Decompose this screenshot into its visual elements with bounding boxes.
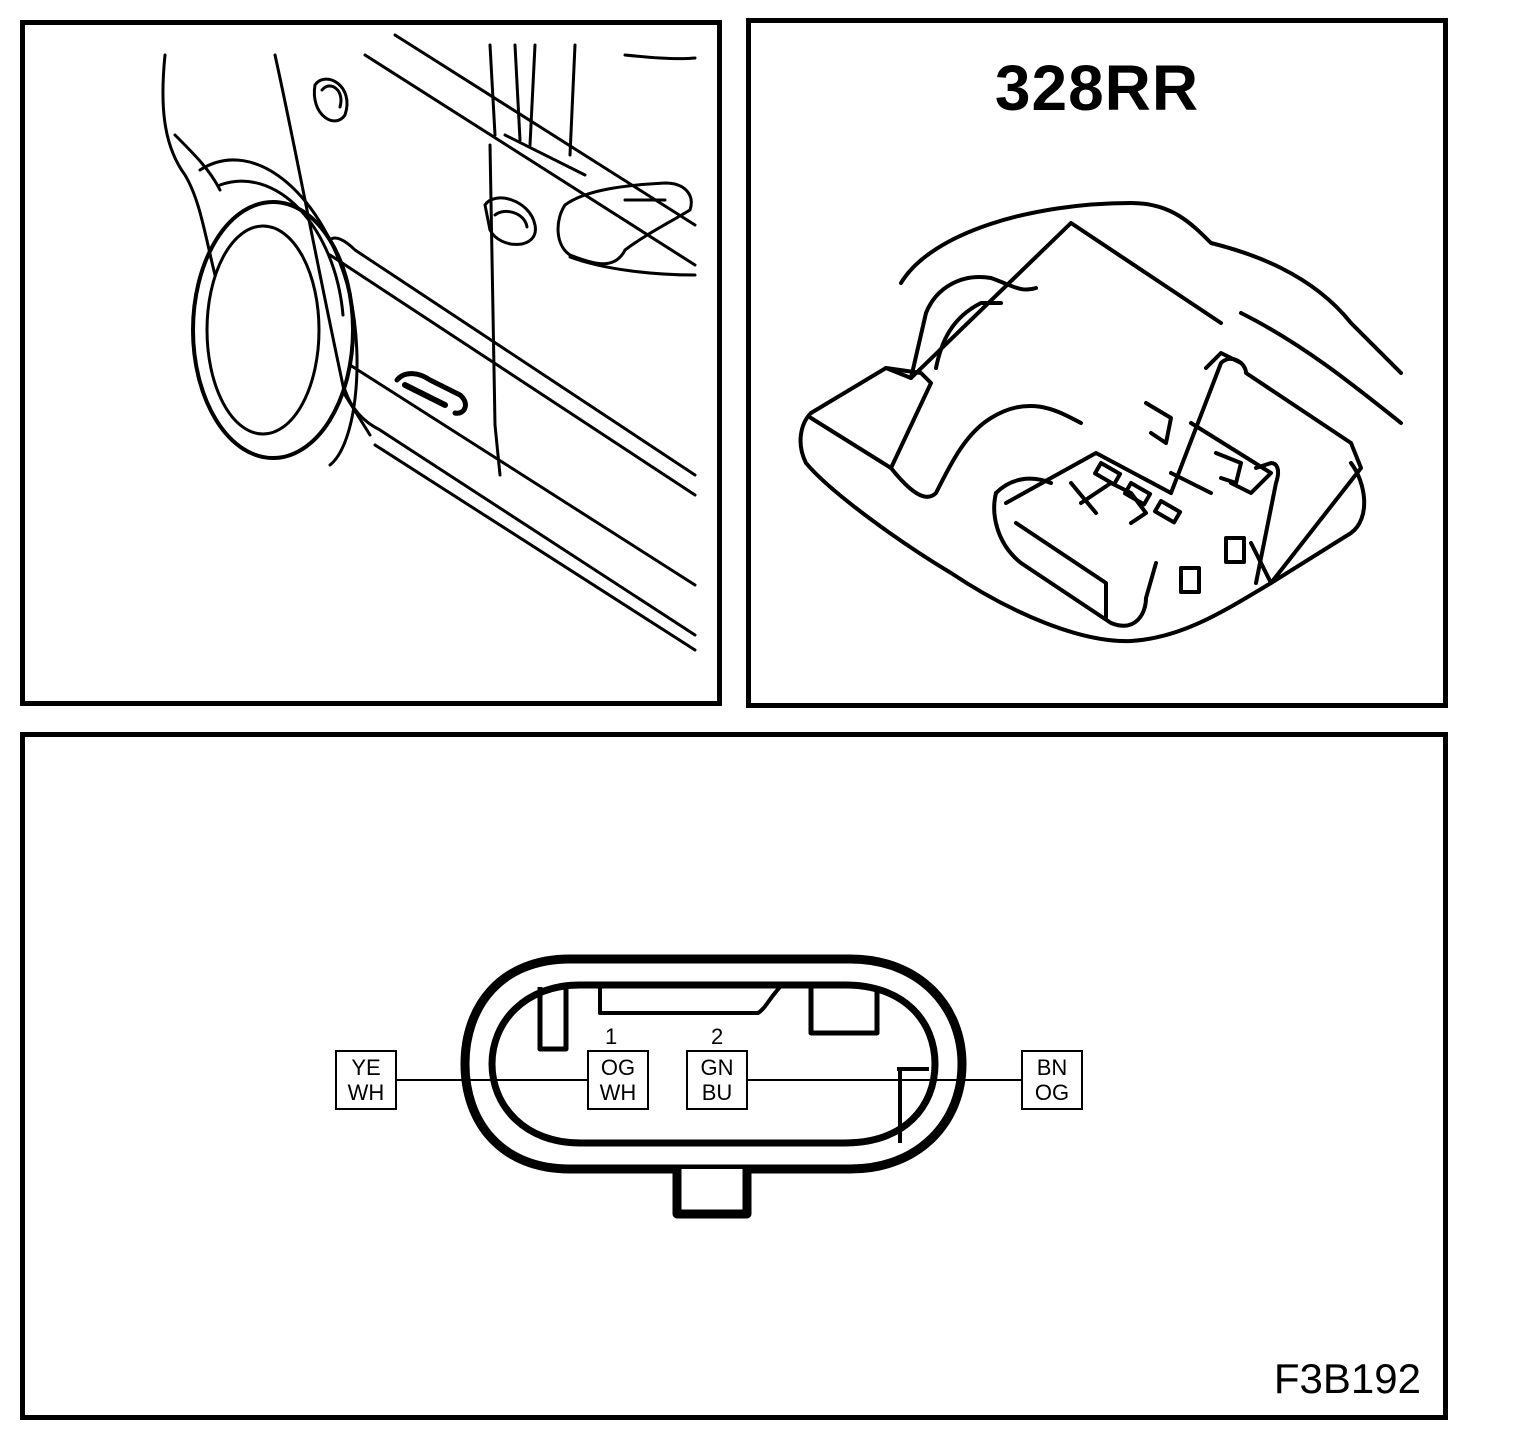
pin-2-color-bottom: BU xyxy=(701,1080,733,1105)
pin-1-color-bottom: WH xyxy=(599,1080,637,1105)
connector-id-label: 328RR xyxy=(994,52,1200,124)
wire-right-color-bottom: OG xyxy=(1034,1080,1070,1105)
wire-color-right: BN OG xyxy=(1021,1050,1083,1110)
pin-2-wire-color: GN BU xyxy=(686,1050,748,1110)
car-side-illustration xyxy=(161,33,697,652)
pin-1-wire-color: OG WH xyxy=(587,1050,649,1110)
wire-left-color-bottom: WH xyxy=(347,1080,385,1105)
pinout-panel: 1 2 YE WH OG WH GN BU BN OG F3B192 xyxy=(20,732,1448,1420)
pin-1-color-top: OG xyxy=(600,1055,636,1080)
pin-2-color-top: GN xyxy=(700,1055,734,1080)
connector-face-diagram xyxy=(397,954,1023,1219)
wire-right-color-top: BN xyxy=(1036,1055,1068,1080)
figure-code: F3B192 xyxy=(1273,1355,1421,1402)
pin-number-1: 1 xyxy=(605,1024,618,1049)
connector-cavity-outline xyxy=(488,981,939,1147)
connector-housing-outline xyxy=(460,954,967,1174)
pin-number-2: 2 xyxy=(711,1024,724,1049)
wire-left-color-top: YE xyxy=(351,1055,381,1080)
connector-illustration-panel: 328RR xyxy=(746,18,1448,708)
location-illustration-panel xyxy=(20,20,722,706)
locking-tab xyxy=(672,1169,752,1219)
connector-3d-illustration xyxy=(798,201,1403,644)
wire-color-left: YE WH xyxy=(335,1050,397,1110)
